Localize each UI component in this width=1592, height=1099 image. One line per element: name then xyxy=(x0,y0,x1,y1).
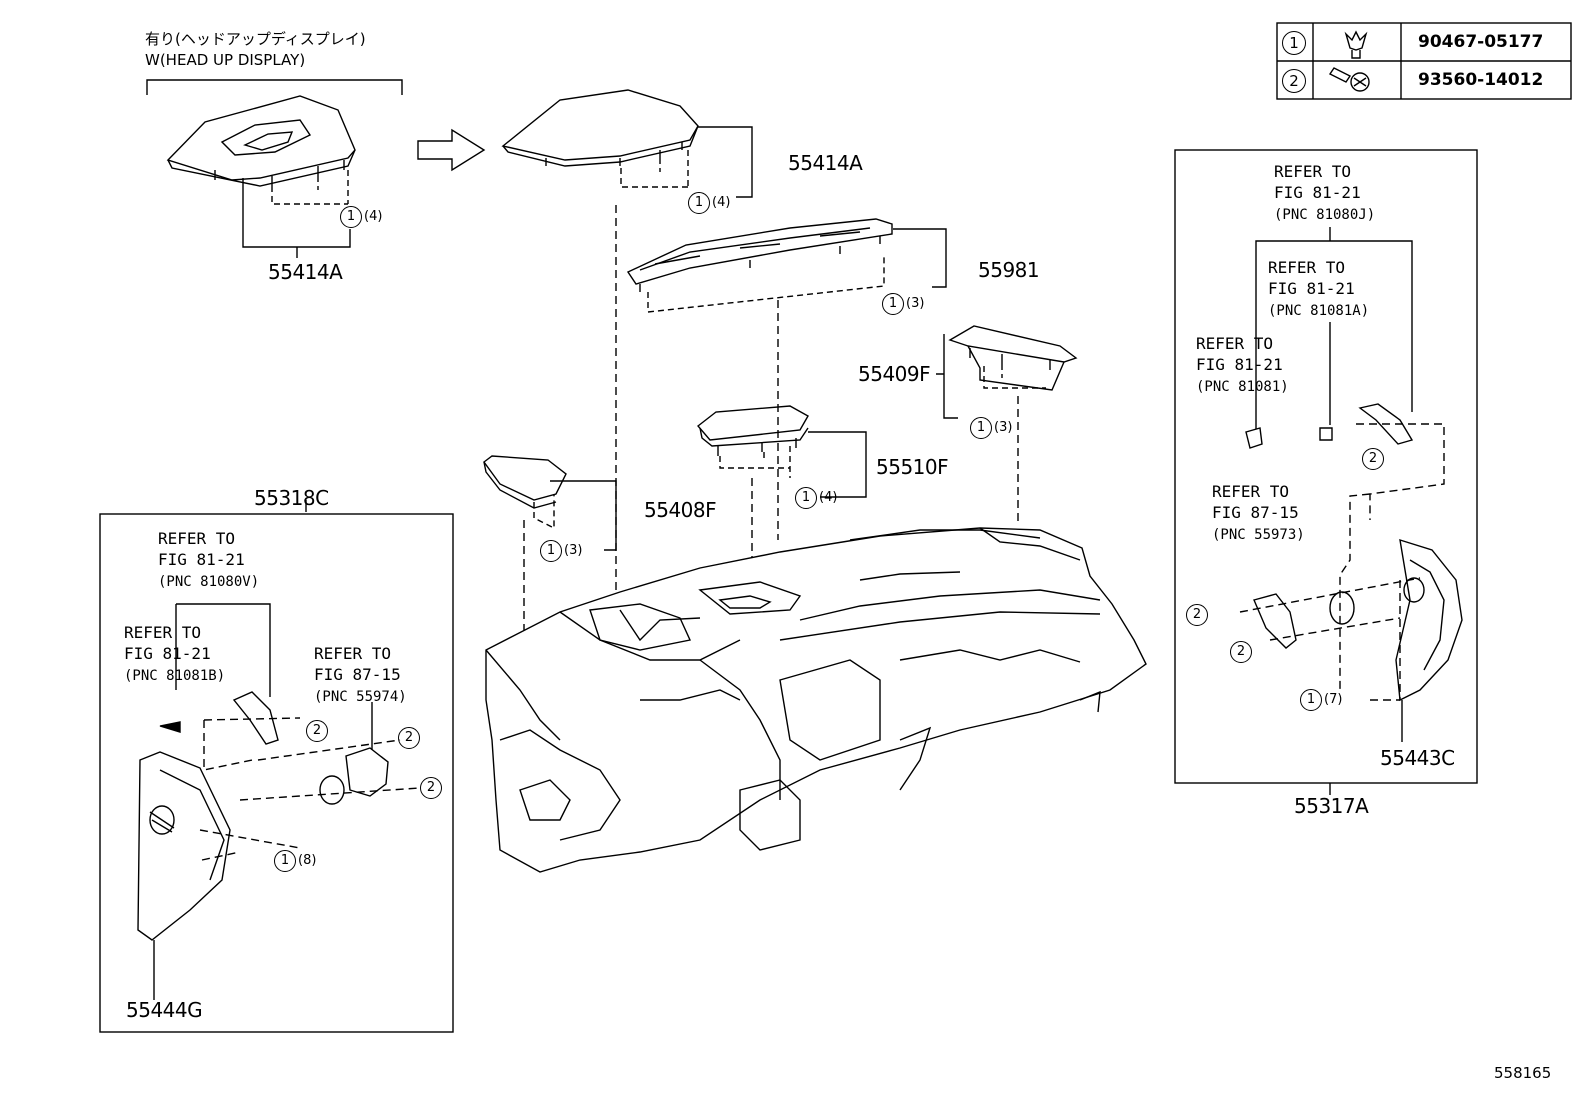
refer-line: REFER TO xyxy=(1268,258,1346,277)
refer-figure: FIG 87-15 xyxy=(314,665,401,684)
callout-qty: (8) xyxy=(298,853,317,868)
part-number-hud-cover[interactable]: 55414A xyxy=(268,260,343,284)
clip-icon xyxy=(1344,30,1368,59)
part-number-panel-right[interactable]: 55409F xyxy=(858,362,931,386)
mounting-guide-lines xyxy=(523,205,1019,690)
center-panel-part xyxy=(696,405,867,498)
screw-callout: 2 xyxy=(1186,604,1208,626)
left-side-assembly-box xyxy=(99,500,454,1033)
hud-variant-bracket xyxy=(146,79,403,95)
refer-figure: FIG 81-21 xyxy=(124,644,211,663)
callout-qty: (3) xyxy=(564,543,583,558)
callout-badge: 1 xyxy=(795,487,817,509)
callout-badge: 1 xyxy=(340,206,362,228)
refer-figure: FIG 81-21 xyxy=(1268,279,1355,298)
screw-callout: 2 xyxy=(1362,448,1384,470)
part-number-side-right-panel[interactable]: 55443C xyxy=(1380,746,1455,770)
side-panel-right-part xyxy=(936,325,1078,419)
refer-pnc: (PNC 81081) xyxy=(1196,379,1289,395)
part-number-panel-left[interactable]: 55408F xyxy=(644,498,717,522)
callout-qty: (3) xyxy=(994,420,1013,435)
callout-badge: 1 xyxy=(1300,689,1322,711)
side-panel-left-part xyxy=(483,455,617,551)
refer-figure: FIG 81-21 xyxy=(1274,183,1361,202)
callout-qty: (4) xyxy=(712,195,731,210)
legend-part-number: 93560-14012 xyxy=(1418,70,1544,90)
callout-qty: (4) xyxy=(819,490,838,505)
screw-callout: 2 xyxy=(306,720,328,742)
refer-line: REFER TO xyxy=(1196,334,1274,353)
refer-figure: FIG 81-21 xyxy=(1196,355,1283,374)
hud-cover-part xyxy=(166,95,356,258)
arrow-icon xyxy=(417,128,486,172)
callout-badge: 1 xyxy=(540,540,562,562)
callout-2-badge: 2 xyxy=(1282,69,1306,93)
callout-qty: (4) xyxy=(364,209,383,224)
part-number-side-left-assy[interactable]: 55318C xyxy=(254,486,329,510)
callout-badge: 1 xyxy=(688,192,710,214)
refer-pnc: (PNC 81080J) xyxy=(1274,207,1376,223)
refer-line: REFER TO xyxy=(1212,482,1290,501)
refer-figure: FIG 87-15 xyxy=(1212,503,1299,522)
refer-pnc: (PNC 81081A) xyxy=(1268,303,1370,319)
screw-callout: 2 xyxy=(398,727,420,749)
right-side-assembly-box xyxy=(1174,149,1478,795)
hud-label-en: W(HEAD UP DISPLAY) xyxy=(145,51,306,69)
refer-line: REFER TO xyxy=(124,623,202,642)
figure-id: 558165 xyxy=(1494,1064,1552,1082)
legend-table xyxy=(1276,22,1572,100)
refer-line: REFER TO xyxy=(314,644,392,663)
refer-pnc: (PNC 55973) xyxy=(1212,527,1305,543)
cover-part xyxy=(501,89,753,198)
part-number-panel-center[interactable]: 55510F xyxy=(876,455,949,479)
refer-pnc: (PNC 81081B) xyxy=(124,668,226,684)
callout-badge: 1 xyxy=(882,293,904,315)
callout-1-badge: 1 xyxy=(1282,31,1306,55)
refer-pnc: (PNC 81080V) xyxy=(158,574,260,590)
screw-icon xyxy=(1328,67,1370,92)
refer-line: REFER TO xyxy=(158,529,236,548)
refer-figure: FIG 81-21 xyxy=(158,550,245,569)
callout-qty: (7) xyxy=(1324,692,1343,707)
callout-badge: 1 xyxy=(274,850,296,872)
part-number-defroster[interactable]: 55981 xyxy=(978,258,1040,282)
part-number-side-left-panel[interactable]: 55444G xyxy=(126,998,203,1022)
part-number-side-right-assy[interactable]: 55317A xyxy=(1294,794,1369,818)
screw-callout: 2 xyxy=(1230,641,1252,663)
legend-part-number: 90467-05177 xyxy=(1418,32,1544,52)
callout-qty: (3) xyxy=(906,296,925,311)
refer-pnc: (PNC 55974) xyxy=(314,689,407,705)
hud-label-jp: 有り(ヘッドアップディスプレイ) xyxy=(145,30,366,48)
callout-badge: 1 xyxy=(970,417,992,439)
refer-line: REFER TO xyxy=(1274,162,1352,181)
instrument-panel-main xyxy=(485,527,1147,873)
defroster-garnish-part xyxy=(626,218,947,313)
part-number-cover[interactable]: 55414A xyxy=(788,151,863,175)
screw-callout: 2 xyxy=(420,777,442,799)
